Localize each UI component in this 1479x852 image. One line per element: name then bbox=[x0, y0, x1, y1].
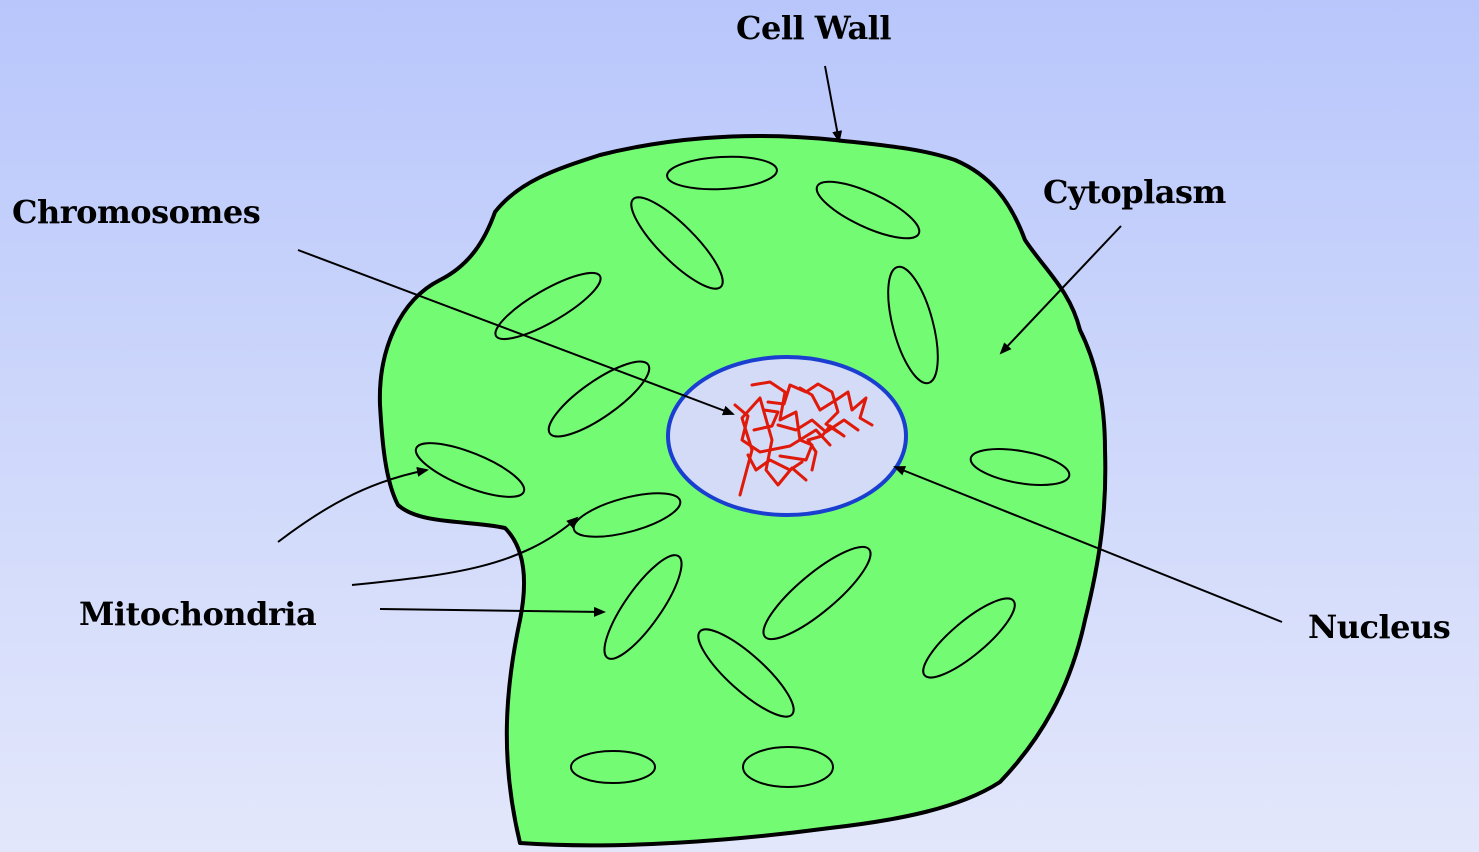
cell-wall-label: Cell Wall bbox=[736, 12, 891, 44]
cytoplasm-label: Cytoplasm bbox=[1043, 176, 1226, 208]
mitochondria-label: Mitochondria bbox=[79, 598, 316, 630]
cell-wall-arrow bbox=[825, 66, 839, 141]
chromosomes-label: Chromosomes bbox=[12, 196, 260, 228]
nucleus-label: Nucleus bbox=[1308, 611, 1450, 643]
nucleus bbox=[668, 357, 906, 515]
